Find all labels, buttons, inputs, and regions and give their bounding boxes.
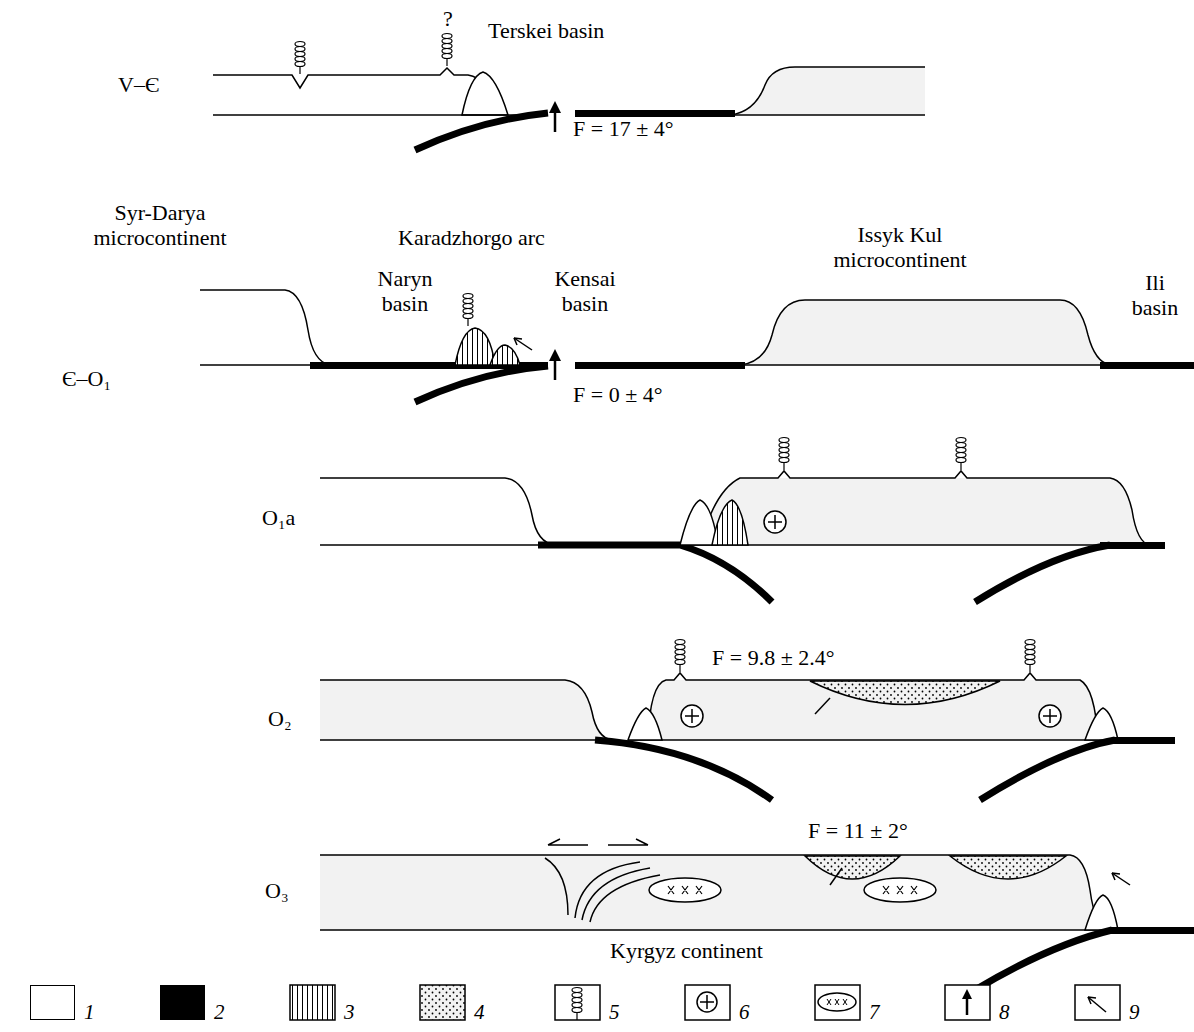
section-label: Є–O₁ (62, 366, 111, 391)
row-o3 (320, 839, 1194, 990)
legend-number: 5 (609, 1000, 620, 1025)
legend-number: 9 (1129, 1000, 1140, 1025)
section-label: Karadzhorgo arc (398, 225, 545, 250)
legend-number: 2 (214, 1000, 225, 1025)
row-cambrian-ordovician (200, 290, 1194, 402)
row-o1a (320, 438, 1165, 603)
section-label: V–Є (118, 72, 159, 97)
legend-number: 6 (739, 1000, 750, 1025)
legend-number: 7 (869, 1000, 880, 1025)
legend-number: 3 (344, 1000, 355, 1025)
section-label: Issyk Kul microcontinent (800, 222, 1000, 273)
section-label: O₃ (265, 878, 289, 903)
section-label: F = 0 ± 4° (573, 382, 663, 407)
section-label: F = 17 ± 4° (573, 116, 674, 141)
legend-number: 1 (84, 1000, 95, 1025)
section-label: F = 9.8 ± 2.4° (712, 645, 835, 670)
section-label: Syr-Darya microcontinent (60, 200, 260, 251)
row-o2 (320, 640, 1175, 801)
section-label: Naryn basin (365, 266, 445, 317)
section-label: Ili basin (1124, 270, 1186, 321)
section-label: Terskei basin (488, 18, 604, 43)
legend-swatch (30, 985, 75, 1020)
section-label: Kensai basin (545, 266, 625, 317)
row-v-cambrian (213, 34, 925, 151)
legend-swatch (160, 985, 205, 1020)
section-label: F = 11 ± 2° (808, 818, 908, 843)
legend-number: 4 (474, 1000, 485, 1025)
legend-number: 8 (999, 1000, 1010, 1025)
section-label: O₂ (268, 706, 292, 731)
section-label: ? (443, 6, 453, 31)
section-label: O₁a (262, 505, 295, 530)
legend-samples (290, 985, 1120, 1020)
section-label: Kyrgyz continent (610, 938, 763, 963)
